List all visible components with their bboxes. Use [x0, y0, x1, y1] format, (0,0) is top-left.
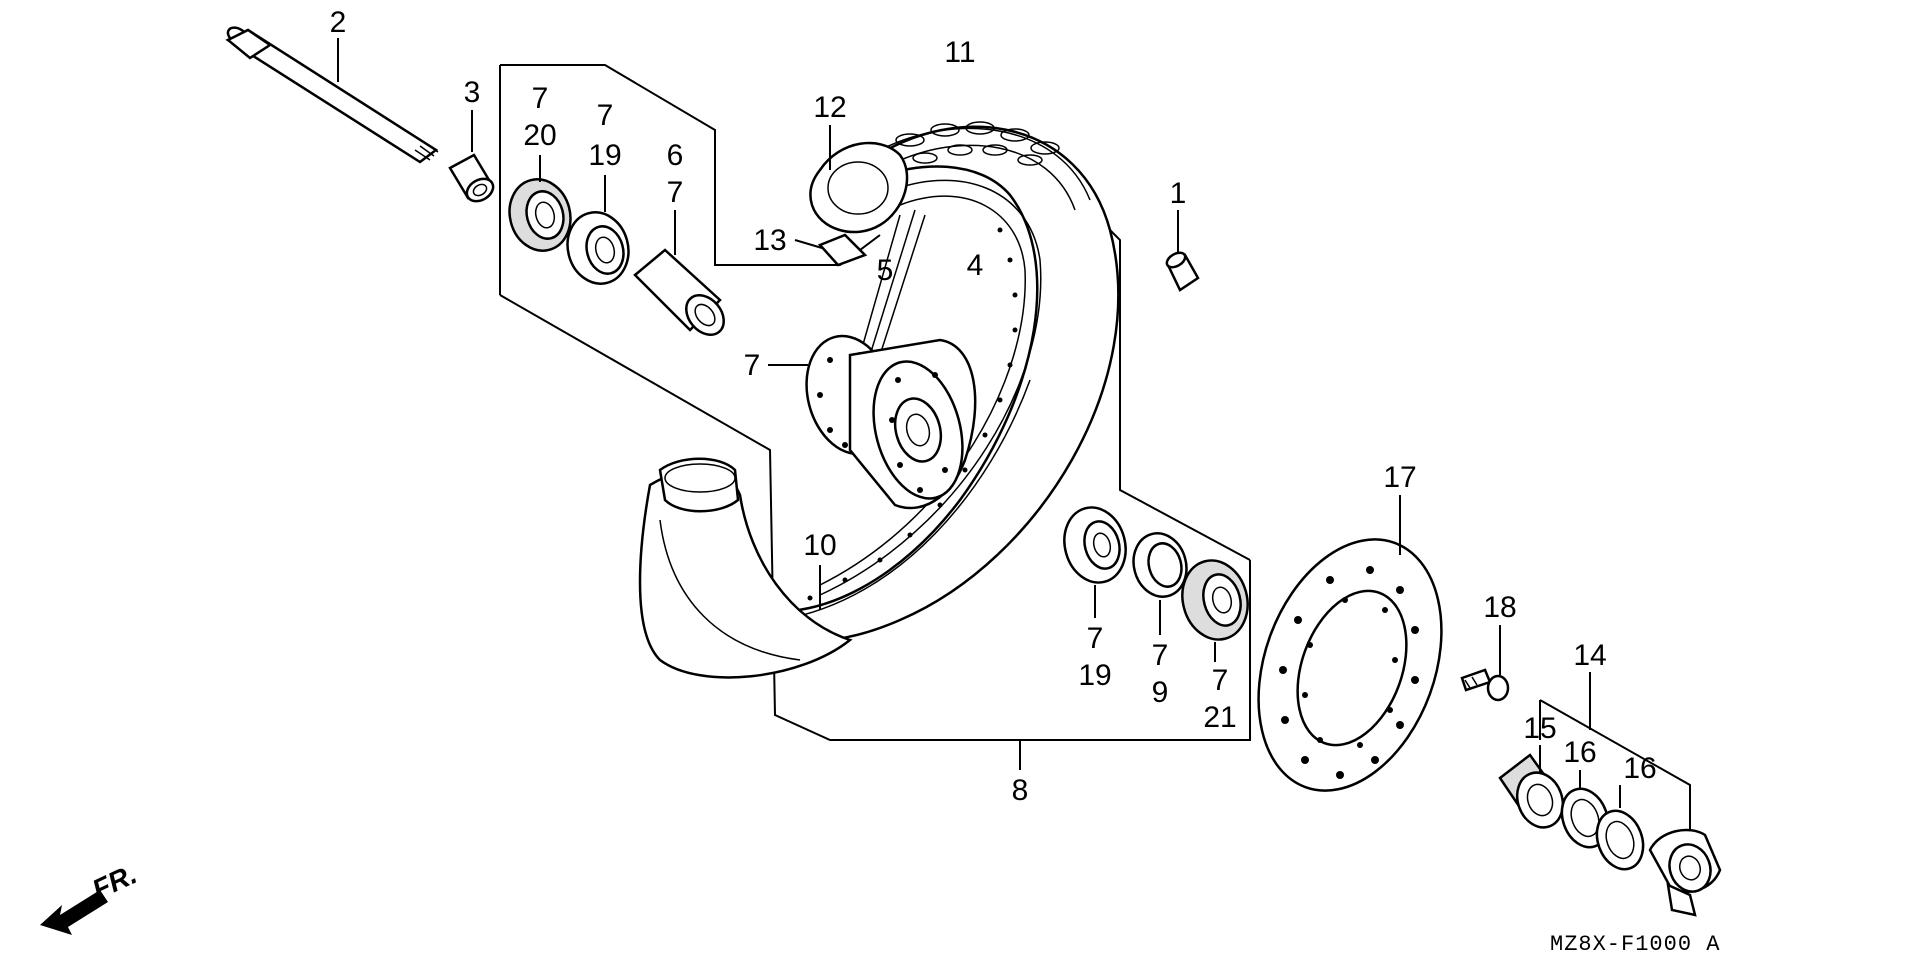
bearing-19-upper	[566, 211, 630, 285]
front-direction-arrow-icon	[40, 890, 108, 935]
callout-15: 15	[1523, 712, 1556, 745]
callout-17: 17	[1383, 461, 1416, 494]
callout-7-seal: 7	[1152, 639, 1169, 672]
callout-7-hub: 7	[744, 349, 761, 382]
callout-3: 3	[464, 76, 481, 109]
callout-7-bearing-19-upper: 7	[597, 99, 614, 132]
callout-4: 4	[967, 249, 984, 282]
callout-10: 10	[803, 529, 836, 562]
group-bracket-right	[1109, 229, 1251, 561]
bearing-19-lower	[1063, 506, 1127, 584]
inner-tube	[809, 141, 909, 234]
callout-7-bearing-21: 7	[1212, 664, 1229, 697]
callout-18: 18	[1483, 591, 1516, 624]
callout-9: 9	[1152, 676, 1169, 709]
brake-disc	[1257, 538, 1443, 792]
callout-6: 6	[667, 139, 684, 172]
group-bracket-lower	[499, 294, 1251, 741]
dust-seal	[1132, 532, 1188, 598]
callout-7-collar: 7	[667, 176, 684, 209]
callout-12: 12	[813, 91, 846, 124]
callout-21: 21	[1203, 701, 1236, 734]
callout-19-upper: 19	[588, 139, 621, 172]
callout-7-bearing-20: 7	[532, 82, 549, 115]
leader-13	[794, 239, 823, 249]
callout-14: 14	[1573, 639, 1606, 672]
callout-19-lower: 19	[1078, 659, 1111, 692]
callout-2: 2	[330, 6, 347, 39]
oil-seal-16-right	[1595, 809, 1645, 871]
axle-collar	[448, 153, 495, 203]
callout-1: 1	[1170, 177, 1187, 210]
distance-collar	[633, 248, 725, 336]
rim-band	[817, 233, 868, 267]
callout-labels: 2 3 7 20 7 19 6 7 12 11 13 5 4 7 1 10 17…	[330, 6, 1657, 807]
front-axle	[225, 26, 439, 164]
valve-cap	[1165, 251, 1200, 292]
callout-16-left: 16	[1563, 736, 1596, 769]
bearing-21	[1181, 559, 1249, 641]
callout-20: 20	[523, 119, 556, 152]
bearing-20	[508, 178, 572, 252]
diagram-code: MZ8X-F1000 A	[1550, 932, 1720, 957]
wheel-hub	[805, 334, 977, 510]
callout-7-bearing-19-lower: 7	[1087, 622, 1104, 655]
speedometer-gear-retainer	[1498, 753, 1565, 829]
callout-8: 8	[1012, 774, 1029, 807]
disc-bolt	[1460, 668, 1510, 702]
callout-5: 5	[877, 254, 894, 287]
front-fender	[638, 457, 853, 679]
speedometer-gearbox	[1648, 828, 1722, 917]
callout-11: 11	[944, 36, 975, 69]
callout-16-right: 16	[1623, 752, 1656, 785]
callout-13: 13	[753, 224, 786, 257]
